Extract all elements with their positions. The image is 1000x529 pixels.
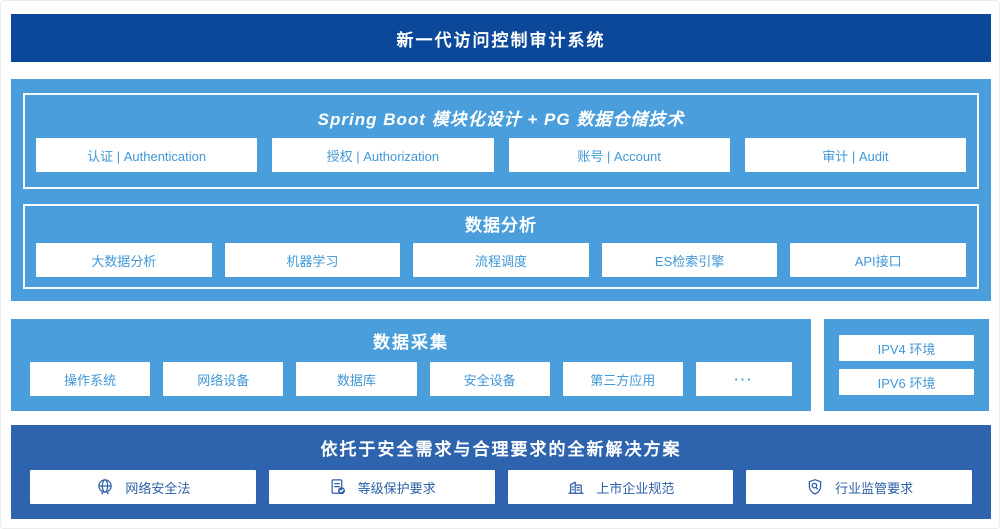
network-env-ipv6: IPV6 环境	[839, 369, 974, 395]
solution-item-label: 等级保护要求	[357, 480, 436, 496]
network-env-ipv4: IPV4 环境	[839, 335, 974, 361]
collection-item-more: ···	[695, 362, 792, 396]
solution-item-classified-protection: 等级保护要求	[268, 470, 495, 504]
module-item-authorization: 授权 | Authorization	[272, 138, 494, 172]
solution-section: 依托于安全需求与合理要求的全新解决方案 网络安全法	[11, 425, 991, 519]
solution-item-listed-company: 上市企业规范	[507, 470, 734, 504]
collection-item-security-device: 安全设备	[429, 362, 550, 396]
solution-item-label: 网络安全法	[125, 480, 191, 496]
analysis-item-es: ES检索引擎	[601, 243, 778, 277]
solution-row: 网络安全法 等级保护要求	[30, 470, 972, 504]
network-env-panel: IPV4 环境 IPV6 环境	[824, 319, 989, 411]
module-item-account: 账号 | Account	[508, 138, 730, 172]
collection-item-thirdparty: 第三方应用	[562, 362, 683, 396]
solution-item-industry-regulation: 行业监管要求	[746, 470, 972, 504]
modules-panel: Spring Boot 模块化设计 + PG 数据仓储技术 认证 | Authe…	[23, 93, 979, 189]
document-check-icon	[331, 479, 345, 495]
collection-item-network-device: 网络设备	[163, 362, 284, 396]
solution-title: 依托于安全需求与合理要求的全新解决方案	[320, 440, 682, 459]
module-item-audit: 审计 | Audit	[744, 138, 966, 172]
module-item-authentication: 认证 | Authentication	[36, 138, 258, 172]
analysis-item-bigdata: 大数据分析	[36, 243, 212, 277]
modules-row: 认证 | Authentication 授权 | Authorization 账…	[36, 138, 966, 172]
solution-item-label: 行业监管要求	[835, 480, 914, 496]
page-title-banner: 新一代访问控制审计系统	[11, 14, 991, 62]
solution-item-cybersecurity-law: 网络安全法	[30, 470, 256, 504]
analysis-item-api: API接口	[790, 243, 966, 277]
collection-item-os: 操作系统	[30, 362, 151, 396]
analysis-panel-title: 数据分析	[465, 216, 537, 235]
collection-item-database: 数据库	[296, 362, 417, 396]
analysis-item-workflow: 流程调度	[413, 243, 589, 277]
solution-item-label: 上市企业规范	[596, 480, 675, 496]
shield-search-icon	[808, 479, 822, 495]
modules-panel-title: Spring Boot 模块化设计 + PG 数据仓储技术	[317, 110, 685, 129]
globe-icon	[98, 479, 113, 495]
collection-title: 数据采集	[373, 333, 449, 352]
building-icon	[568, 481, 585, 494]
page-title: 新一代访问控制审计系统	[396, 30, 606, 50]
collection-section: 数据采集 操作系统 网络设备 数据库 安全设备 第三方应用 ···	[11, 319, 811, 411]
analysis-item-ml: 机器学习	[224, 243, 401, 277]
analysis-panel: 数据分析 大数据分析 机器学习 流程调度 ES检索引擎 API接口	[23, 204, 979, 289]
platform-section: Spring Boot 模块化设计 + PG 数据仓储技术 认证 | Authe…	[11, 79, 991, 301]
analysis-row: 大数据分析 机器学习 流程调度 ES检索引擎 API接口	[36, 243, 966, 277]
collection-row: 操作系统 网络设备 数据库 安全设备 第三方应用 ···	[30, 362, 792, 396]
